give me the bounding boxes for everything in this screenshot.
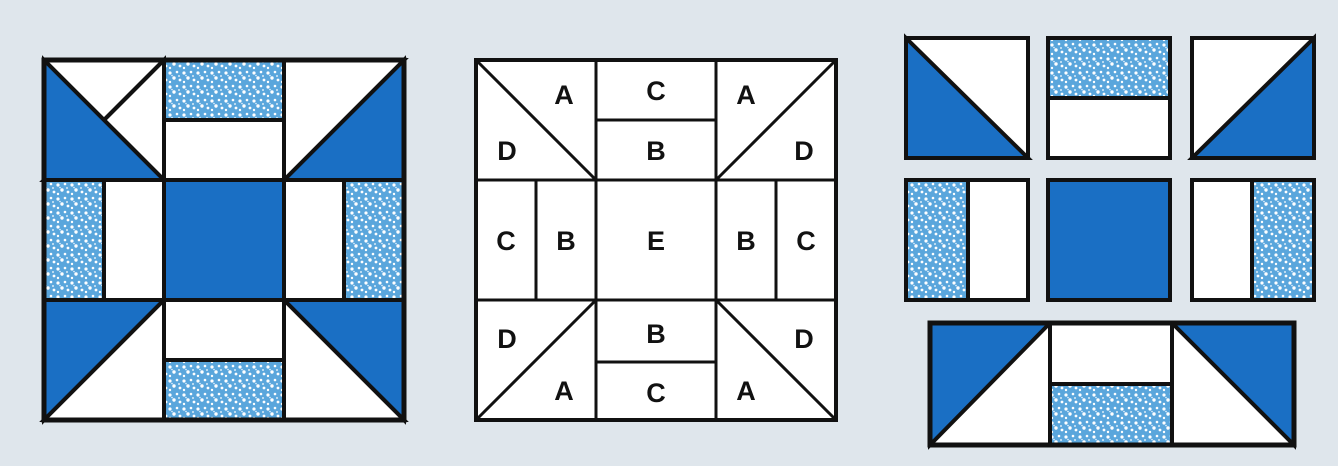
- label-bottom-C: C: [646, 378, 666, 408]
- strip-bottom-dotted: [164, 360, 284, 420]
- label-top-C: C: [646, 76, 666, 106]
- label-top-left-D: D: [497, 136, 517, 166]
- unit-strip-top: [1048, 38, 1170, 158]
- unit-hst-top-left: [906, 38, 1028, 158]
- unit-bottom-row: [930, 323, 1294, 445]
- strip-bottom-white: [164, 300, 284, 360]
- unit-strip-right: [1192, 180, 1314, 300]
- strip-left-white: [104, 180, 164, 300]
- label-bottom-B: B: [646, 319, 666, 349]
- label-center-E: E: [647, 226, 665, 256]
- label-right-C: C: [796, 226, 816, 256]
- label-bottom-right-A: A: [736, 376, 756, 406]
- label-top-left-A: A: [554, 80, 574, 110]
- exploded-units: [906, 38, 1314, 445]
- label-left-C: C: [496, 226, 516, 256]
- label-right-B: B: [736, 226, 756, 256]
- label-top-right-A: A: [736, 80, 756, 110]
- label-top-right-D: D: [794, 136, 814, 166]
- label-bottom-left-D: D: [497, 324, 517, 354]
- label-top-B: B: [646, 136, 666, 166]
- unit-hst-top-right: [1192, 38, 1314, 158]
- center-square: [164, 180, 284, 300]
- strip-left-dotted: [44, 180, 104, 300]
- label-left-B: B: [556, 226, 576, 256]
- label-bottom-left-A: A: [554, 376, 574, 406]
- strip-right-white: [284, 180, 344, 300]
- strip-top-white: [164, 120, 284, 180]
- label-bottom-right-D: D: [794, 324, 814, 354]
- strip-right-dotted: [344, 180, 404, 300]
- strip-top-dotted: [164, 60, 284, 120]
- finished-block: [44, 60, 404, 420]
- unit-center-square: [1048, 180, 1170, 300]
- unit-strip-left: [906, 180, 1028, 300]
